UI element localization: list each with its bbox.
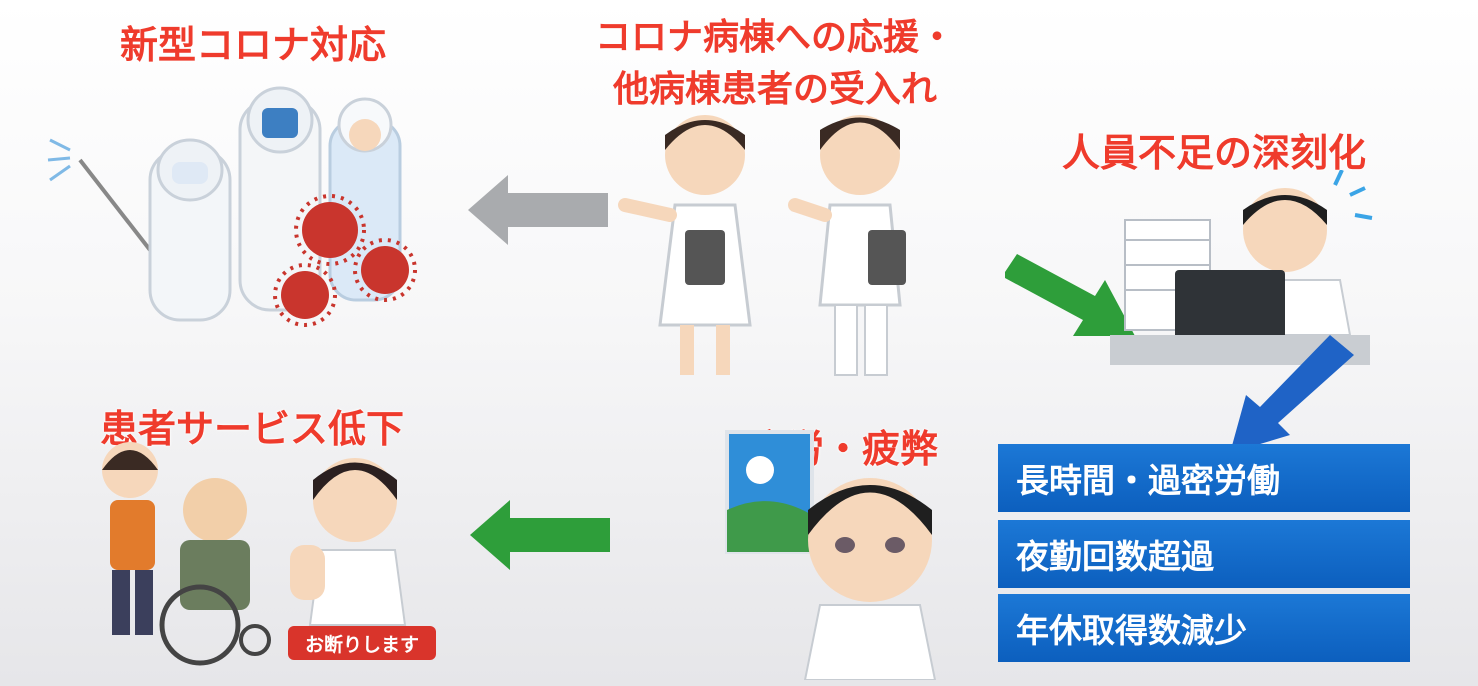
refusing-nurse-icon (290, 458, 407, 626)
title-corona-response: 新型コロナ対応 (120, 23, 387, 67)
box-long-hours: 長時間・過密労働 (998, 444, 1410, 512)
box-night-shift-excess: 夜勤回数超過 (998, 520, 1410, 588)
virus-icon (294, 194, 366, 266)
virus-icon (353, 238, 417, 302)
title-staff-shortage: 人員不足の深刻化 (1062, 131, 1367, 175)
arrow-green-diagonal (1005, 254, 1135, 336)
title-ward-support-line1: コロナ病棟への応援・ (595, 17, 956, 58)
sun-icon (746, 456, 774, 484)
wheelchair-patient-icon (159, 478, 271, 666)
refusal-badge: お断りします (288, 626, 436, 660)
caregiver-icon (102, 442, 158, 635)
virus-icon (273, 263, 337, 327)
arrow-blue-diagonal (1230, 335, 1354, 453)
title-ward-support-line2: 他病棟患者の受入れ (613, 69, 938, 110)
arrow-green-left (470, 500, 610, 570)
nurse-icon (618, 115, 752, 375)
protective-suit-icon (148, 138, 232, 322)
service-decline-illustration (102, 442, 407, 666)
fatigue-illustration (725, 430, 937, 680)
staff-shortage-illustration (1110, 170, 1373, 365)
ward-staff-illustration (618, 115, 906, 376)
sprayer-icon (47, 138, 152, 252)
doctor-icon (788, 115, 906, 376)
corona-response-illustration (47, 86, 417, 327)
arrow-gray-left (468, 175, 608, 245)
title-service-decline: 患者サービス低下 (100, 407, 405, 451)
tired-nurse-icon (803, 478, 937, 680)
title-ward-support: コロナ病棟への応援・ 他病棟患者の受入れ (595, 12, 955, 116)
protective-suit-icon (238, 86, 322, 312)
window-icon (725, 430, 814, 554)
box-leave-decrease: 年休取得数減少 (998, 594, 1410, 662)
